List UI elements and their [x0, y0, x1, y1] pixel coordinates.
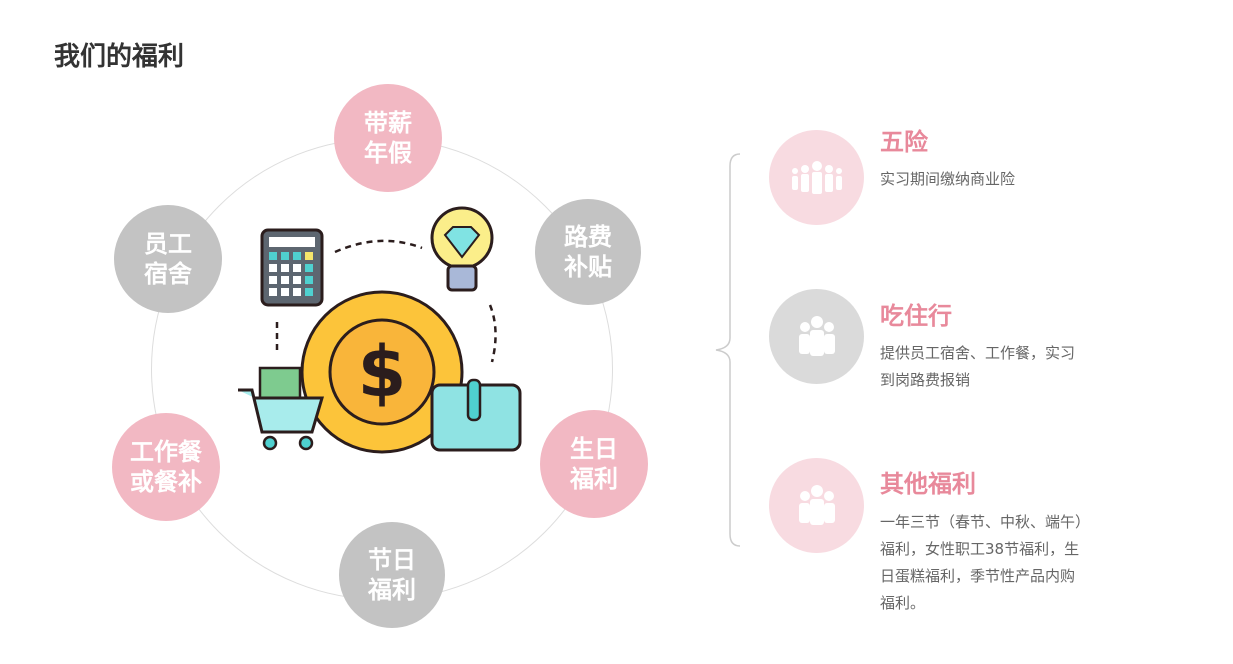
people-group-icon [769, 458, 864, 553]
benefit-desc: 一年三节（春节、中秋、端午）福利，女性职工38节福利，生日蛋糕福利，季节性产品内… [880, 513, 1083, 612]
coin-icon: $ [300, 290, 464, 454]
shopping-cart-icon [238, 366, 325, 451]
people-group-icon [769, 130, 864, 225]
benefit-title: 五险 [880, 128, 928, 156]
lightbulb-diamond-icon [430, 206, 494, 292]
calculator-icon [260, 228, 324, 307]
people-group-icon [769, 289, 864, 384]
benefit-desc: 实习期间缴纳商业险 [880, 170, 1016, 188]
benefit-title: 吃住行 [880, 302, 952, 330]
brace-divider [715, 153, 741, 547]
ring-item-paid-leave: 带薪 年假 [334, 84, 442, 192]
benefit-title: 其他福利 [880, 470, 976, 498]
ring-item-birthday: 生日 福利 [540, 410, 648, 518]
ring-item-travel-subsidy: 路费 补贴 [535, 199, 641, 305]
dashed-arrows [275, 239, 497, 363]
wallet-icon [430, 378, 522, 452]
page-title: 我们的福利 [54, 42, 185, 72]
benefit-desc: 提供员工宿舍、工作餐，实习到岗路费报销 [880, 344, 1076, 389]
ring-item-dormitory: 员工 宿舍 [114, 205, 222, 313]
money-illustration: $ [238, 206, 522, 454]
ring-item-meals: 工作餐 或餐补 [112, 413, 220, 521]
svg-text:$: $ [358, 331, 407, 413]
ring-item-holiday: 节日 福利 [339, 522, 445, 628]
